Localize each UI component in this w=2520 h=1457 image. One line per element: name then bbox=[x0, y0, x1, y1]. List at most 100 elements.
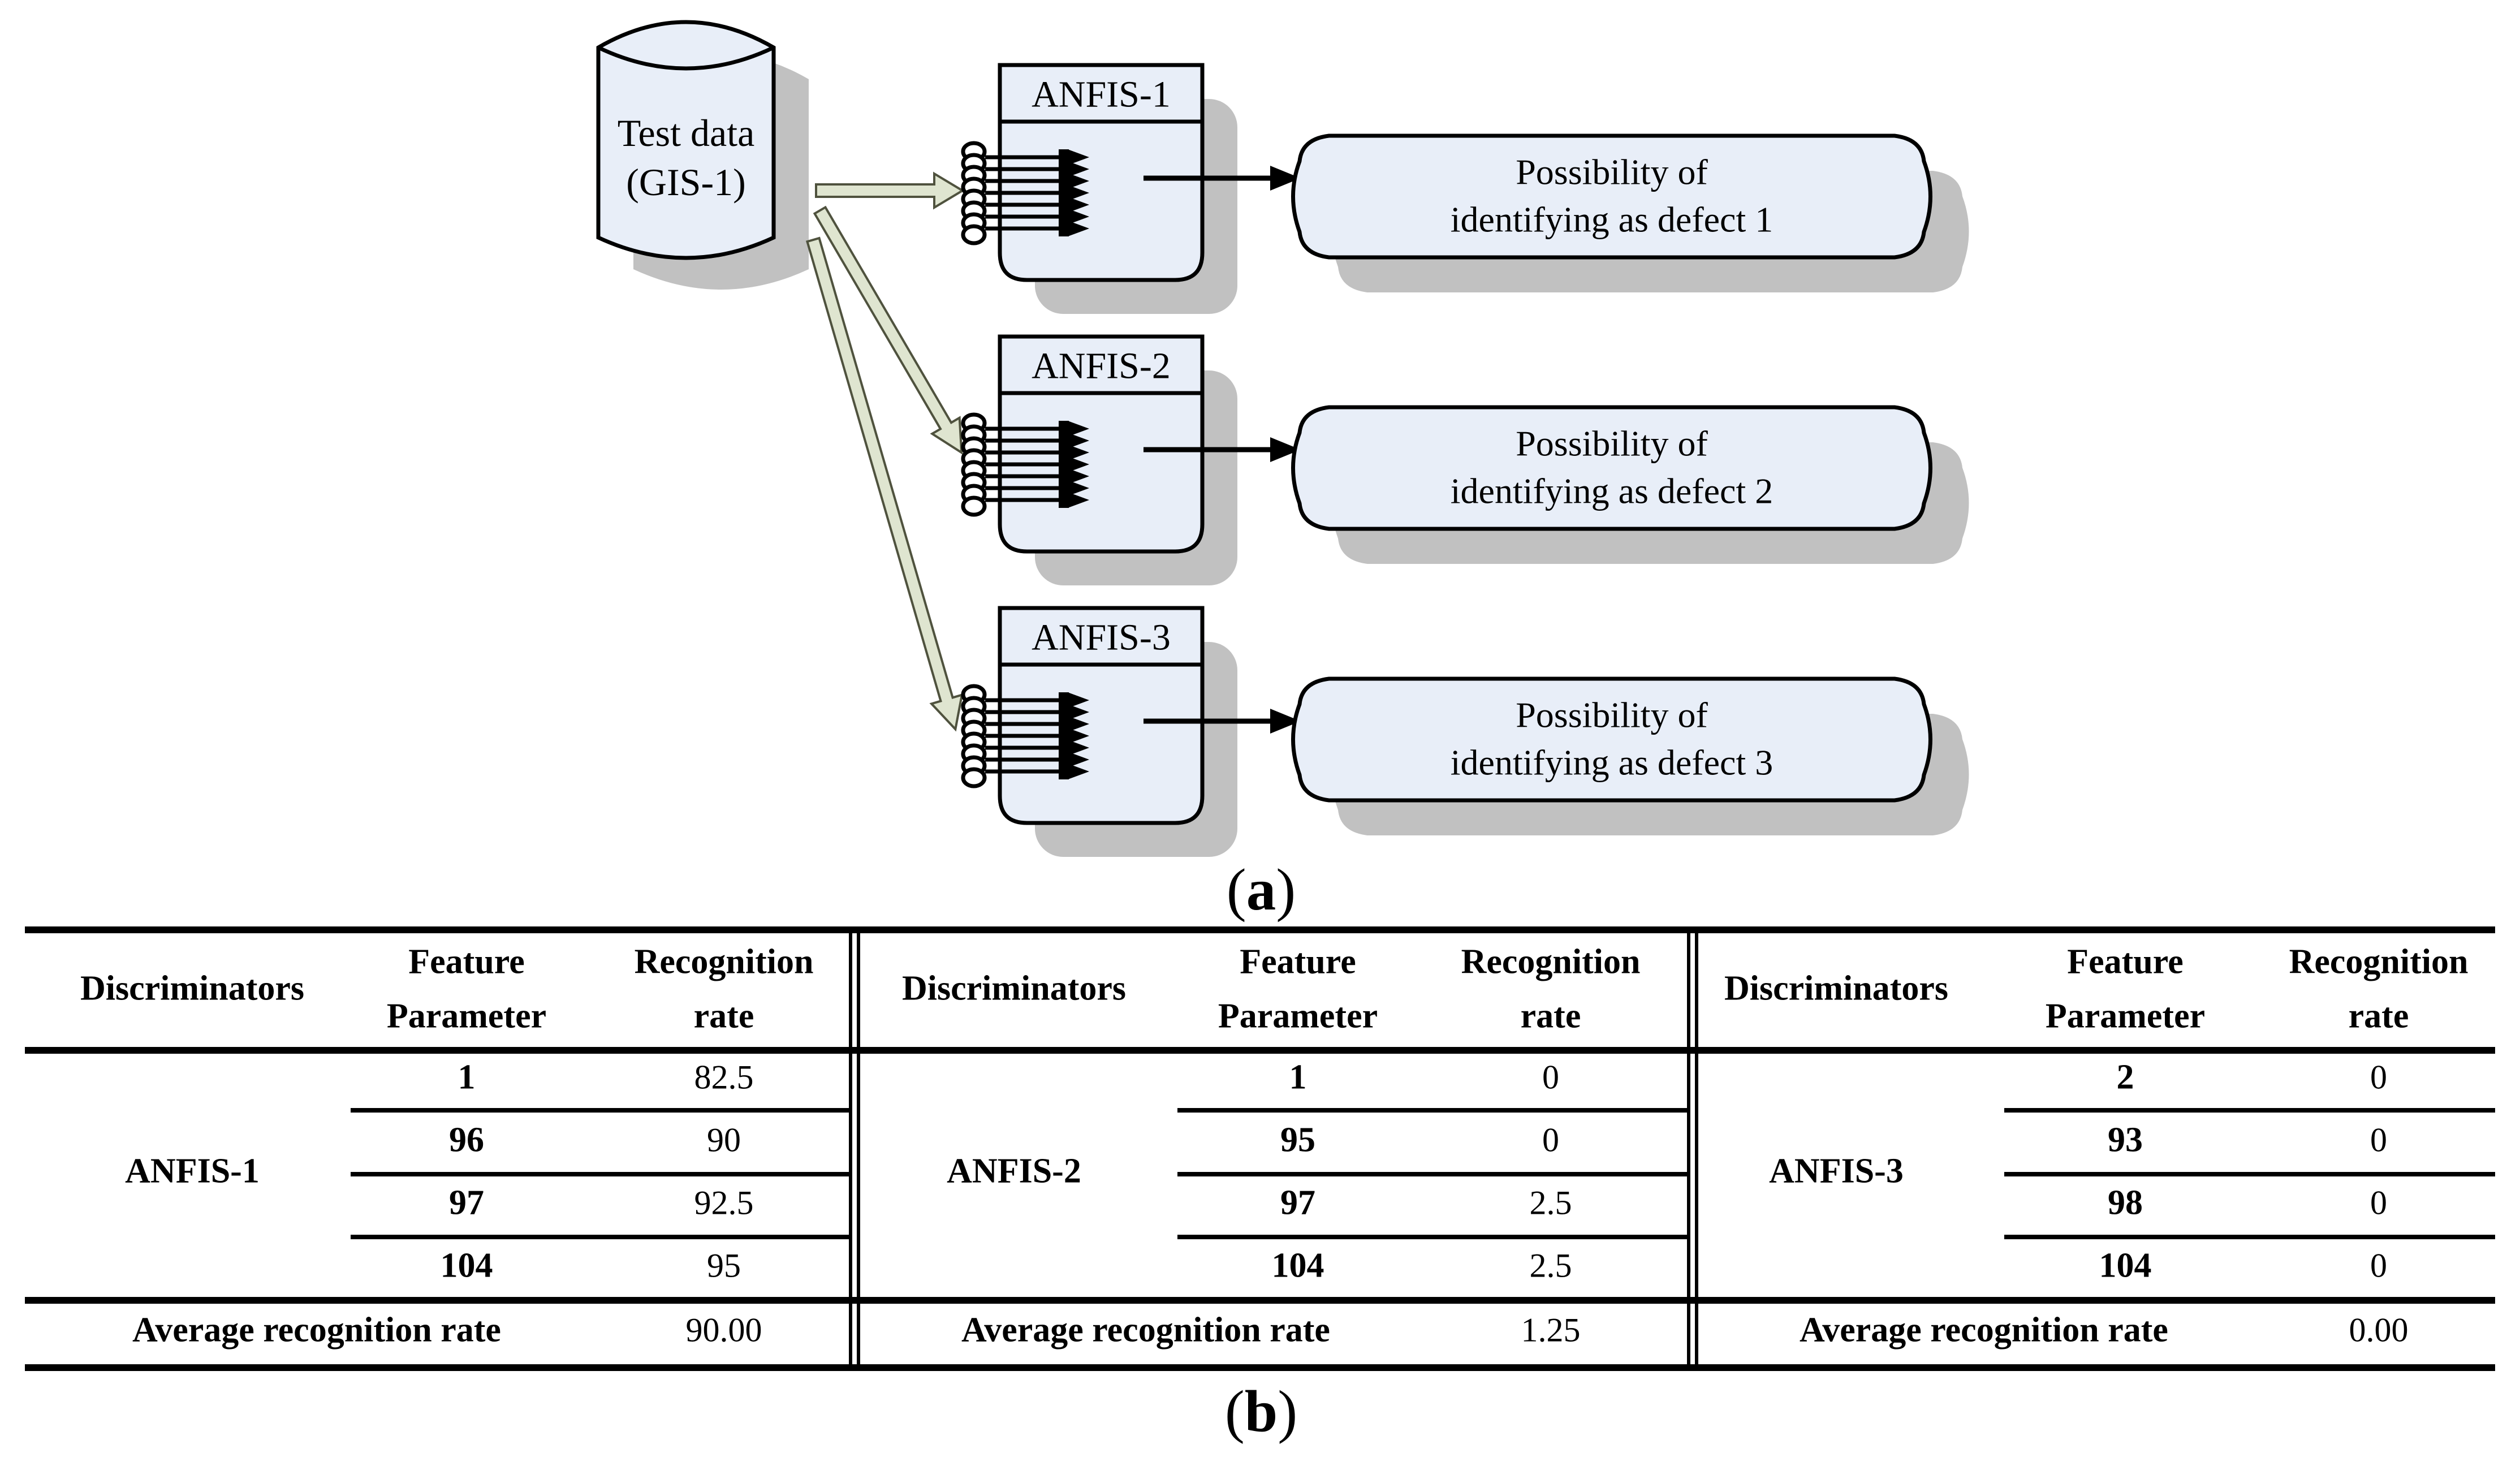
arrow-to-anfis3 bbox=[805, 236, 964, 732]
cell-param: 95 bbox=[1280, 1120, 1315, 1159]
possibility-box-2: Possibility of identifying as defect 2 bbox=[1291, 405, 1932, 531]
row-separator bbox=[351, 1172, 850, 1176]
row-separator bbox=[2004, 1108, 2495, 1113]
anfis-unit-2: ANFIS-2 bbox=[961, 334, 1301, 554]
cell-param: 98 bbox=[2108, 1183, 2143, 1222]
possibility-box-3: Possibility of identifying as defect 3 bbox=[1291, 676, 1932, 803]
row-separator bbox=[1177, 1108, 1688, 1113]
row-separator bbox=[2004, 1172, 2495, 1176]
anfis-3-title-band bbox=[998, 606, 1205, 667]
cell-rate: 0 bbox=[1542, 1058, 1559, 1096]
col-header-recognition: Recognition bbox=[1461, 942, 1641, 981]
average-label: Average recognition rate bbox=[132, 1311, 501, 1350]
table-header-divider bbox=[25, 1047, 2495, 1054]
col-header-discriminators: Discriminators bbox=[901, 969, 1127, 1008]
row-separator bbox=[351, 1235, 850, 1239]
anfis-unit-3: ANFIS-3 bbox=[961, 606, 1301, 825]
cell-rate: 0 bbox=[2370, 1058, 2387, 1096]
cell-param: 97 bbox=[449, 1183, 484, 1222]
col-header-parameter: Parameter bbox=[1218, 997, 1378, 1036]
row-separator bbox=[2004, 1235, 2495, 1239]
average-value: 0.00 bbox=[2349, 1311, 2409, 1349]
average-label: Average recognition rate bbox=[961, 1311, 1330, 1350]
anfis-3-arrowhead-fan bbox=[1059, 692, 1089, 779]
cell-rate: 0 bbox=[2370, 1247, 2387, 1284]
anfis-1-input-lines bbox=[985, 155, 1063, 231]
anfis-3-input-circles bbox=[961, 684, 987, 788]
possibility-1-line2: identifying as defect 1 bbox=[1451, 200, 1773, 240]
anfis-1-title: ANFIS-1 bbox=[1032, 74, 1171, 115]
table-average-divider bbox=[25, 1297, 2495, 1304]
average-label: Average recognition rate bbox=[1800, 1311, 2168, 1350]
cell-param: 104 bbox=[1271, 1246, 1324, 1285]
col-header-discriminators: Discriminators bbox=[1724, 969, 1949, 1008]
arrow-to-anfis1 bbox=[815, 171, 965, 210]
average-value: 1.25 bbox=[1521, 1311, 1581, 1349]
possibility-3-line1: Possibility of bbox=[1516, 695, 1708, 735]
cell-param: 93 bbox=[2108, 1120, 2143, 1159]
col-header-recognition: Recognition bbox=[634, 942, 814, 981]
cell-rate: 90 bbox=[707, 1121, 741, 1159]
col-header-feature: Feature bbox=[408, 942, 525, 981]
anfis-2-arrowhead-fan bbox=[1059, 421, 1089, 508]
cell-param: 96 bbox=[449, 1120, 484, 1159]
possibility-box-1: Possibility of identifying as defect 1 bbox=[1291, 133, 1932, 260]
row-separator bbox=[351, 1108, 850, 1113]
anfis-unit-1: ANFIS-1 bbox=[961, 63, 1301, 282]
section-divider-1 bbox=[857, 926, 860, 1371]
cell-rate: 82.5 bbox=[694, 1058, 754, 1096]
col-header-parameter: Parameter bbox=[2045, 997, 2206, 1036]
cell-param: 97 bbox=[1280, 1183, 1315, 1222]
cell-rate: 0 bbox=[2370, 1184, 2387, 1222]
cell-param: 2 bbox=[2116, 1058, 2134, 1097]
cell-rate: 0 bbox=[1542, 1121, 1559, 1159]
cell-param: 1 bbox=[1289, 1058, 1307, 1097]
cylinder-label-line1: Test data bbox=[618, 111, 755, 154]
data-flow-arrows bbox=[805, 171, 965, 732]
possibility-3-line2: identifying as defect 3 bbox=[1451, 743, 1773, 783]
discriminator-name: ANFIS-1 bbox=[125, 1152, 260, 1191]
col-header-parameter: Parameter bbox=[386, 997, 547, 1036]
col-header-rate: rate bbox=[1520, 997, 1581, 1036]
cell-rate: 0 bbox=[2370, 1121, 2387, 1159]
anfis-3-output-arrow bbox=[1144, 709, 1301, 734]
cell-rate: 92.5 bbox=[694, 1184, 754, 1222]
anfis-2-title-band bbox=[998, 334, 1205, 395]
caption-b: (b) bbox=[1224, 1378, 1298, 1445]
cell-rate: 2.5 bbox=[1529, 1247, 1572, 1284]
col-header-rate: rate bbox=[693, 997, 754, 1036]
arrow-to-anfis2 bbox=[813, 205, 963, 455]
discriminator-name: ANFIS-2 bbox=[947, 1152, 1081, 1191]
possibility-2-line2: identifying as defect 2 bbox=[1451, 471, 1773, 511]
caption-a: (a) bbox=[1227, 856, 1296, 923]
col-header-recognition: Recognition bbox=[2289, 942, 2469, 981]
discriminator-name: ANFIS-3 bbox=[1769, 1152, 1904, 1191]
col-header-feature: Feature bbox=[2067, 942, 2184, 981]
col-header-discriminators: Discriminators bbox=[80, 969, 305, 1008]
table-top-border bbox=[25, 926, 2495, 933]
test-data-cylinder: Test data (GIS-1) bbox=[596, 20, 776, 260]
section-divider-1 bbox=[849, 926, 852, 1371]
row-separator bbox=[1177, 1235, 1688, 1239]
cell-param: 1 bbox=[458, 1058, 476, 1097]
cell-rate: 2.5 bbox=[1529, 1184, 1572, 1222]
row-separator bbox=[1177, 1172, 1688, 1176]
anfis-1-title-band bbox=[998, 63, 1205, 124]
col-header-rate: rate bbox=[2348, 997, 2409, 1036]
cell-param: 104 bbox=[440, 1246, 493, 1285]
anfis-2-input-lines bbox=[985, 426, 1063, 502]
anfis-flow-diagram: Test data (GIS-1) ANFIS-1 bbox=[596, 20, 1969, 923]
anfis-1-arrowhead-fan bbox=[1059, 149, 1089, 236]
anfis-2-output-arrow bbox=[1144, 437, 1301, 462]
anfis-1-output-arrow bbox=[1144, 166, 1301, 191]
section-divider-2 bbox=[1695, 926, 1698, 1371]
col-header-feature: Feature bbox=[1240, 942, 1356, 981]
cell-param: 104 bbox=[2099, 1246, 2152, 1285]
anfis-3-title: ANFIS-3 bbox=[1032, 617, 1171, 658]
possibility-2-line1: Possibility of bbox=[1516, 424, 1708, 464]
cylinder-label-line2: (GIS-1) bbox=[626, 161, 746, 204]
anfis-2-input-circles bbox=[961, 412, 987, 517]
cell-rate: 95 bbox=[707, 1247, 741, 1284]
possibility-1-line1: Possibility of bbox=[1516, 152, 1708, 192]
